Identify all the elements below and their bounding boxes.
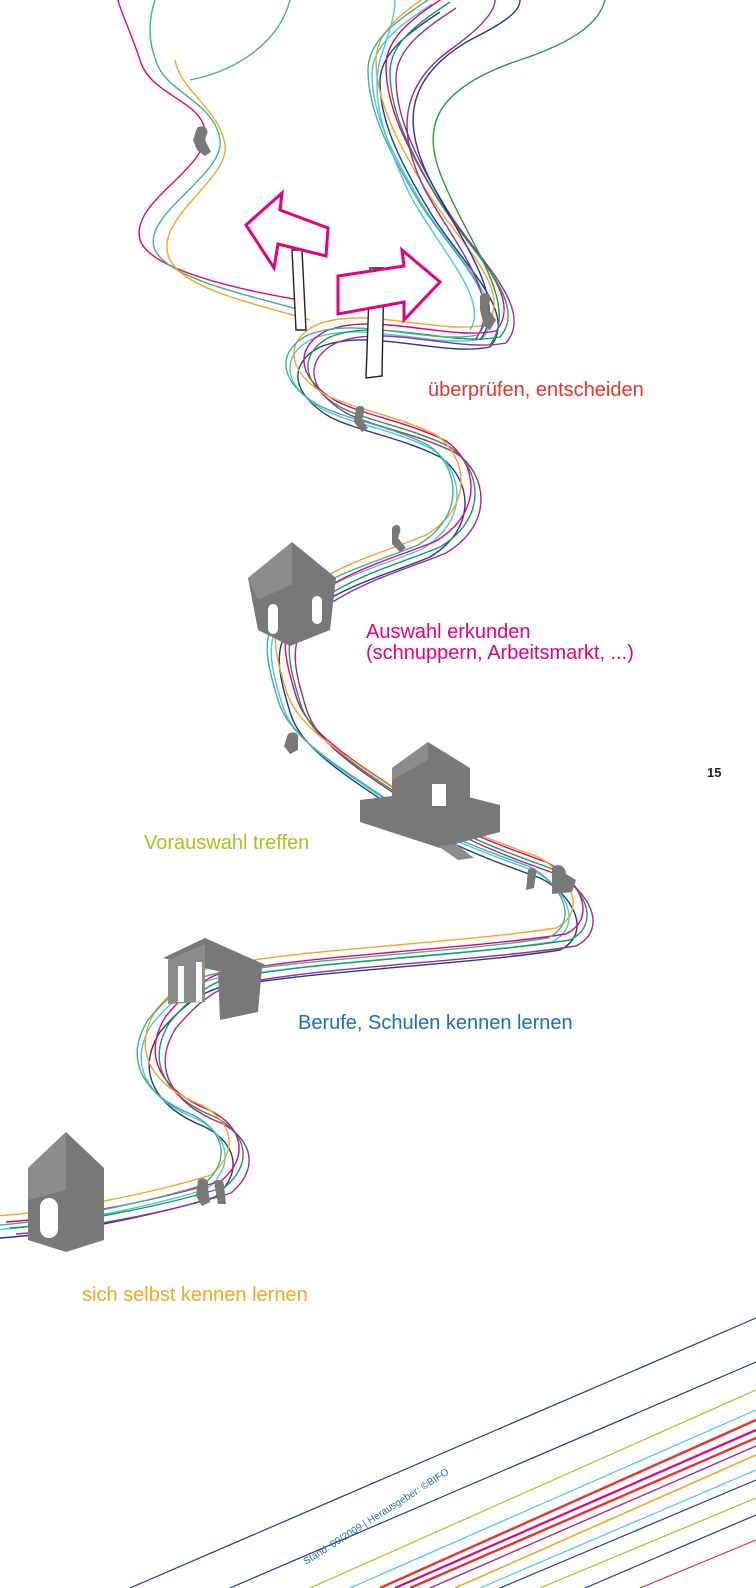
footer-line	[499, 1479, 756, 1588]
step-know-jobs: Berufe, Schulen kennen lernen	[298, 1012, 573, 1034]
footer-line	[479, 1469, 756, 1588]
career-path-strands	[0, 0, 606, 1239]
person-icon	[214, 1179, 226, 1204]
page-number: 15	[707, 765, 722, 780]
footer-line	[379, 1418, 756, 1588]
path-strand	[406, 0, 496, 341]
house-icon	[248, 542, 336, 646]
footer-line	[454, 1454, 756, 1588]
person-icon	[392, 525, 406, 552]
footer-line	[229, 1361, 756, 1588]
step-check-decide: überprüfen, entscheiden	[428, 379, 644, 401]
footer-line	[429, 1445, 756, 1588]
path-strand	[376, 0, 476, 331]
person-icon	[354, 405, 368, 432]
signpost-icon	[244, 189, 330, 331]
path-strand	[117, 0, 301, 301]
path-strand	[189, 0, 291, 81]
path-strand	[0, 3, 570, 1231]
path-strand	[0, 11, 578, 1239]
signpost-icon	[336, 246, 443, 379]
path-strand	[5, 0, 584, 1223]
footer-line	[309, 1389, 756, 1588]
footer-line	[349, 1409, 756, 1588]
step-preselect: Vorauswahl treffen	[144, 832, 310, 854]
person-icon	[552, 865, 576, 894]
path-strand	[432, 0, 606, 346]
person-icon	[193, 126, 211, 156]
footer-line	[539, 1497, 756, 1588]
person-icon	[284, 732, 299, 754]
house-icon	[28, 1132, 104, 1252]
person-icon	[196, 1178, 210, 1206]
path-strand	[149, 0, 301, 311]
step-explore-line2: (schnuppern, Arbeitsmarkt, ...)	[366, 642, 634, 664]
footer-diagonal-lines	[129, 1317, 756, 1588]
path-strand	[15, 7, 594, 1235]
path-strand	[412, 0, 521, 341]
footer-line	[129, 1317, 756, 1588]
path-strand	[166, 59, 311, 321]
person-icon	[480, 293, 496, 330]
house-icon	[360, 742, 500, 860]
step-explore-line1: Auswahl erkunden	[366, 621, 531, 643]
path-strand	[9, 1, 588, 1229]
footer-line	[584, 1514, 756, 1588]
house-icon	[163, 938, 268, 1020]
step-know-self: sich selbst kennen lernen	[82, 1284, 308, 1306]
footer-line	[639, 1539, 756, 1588]
person-icon	[526, 867, 537, 890]
footer-line	[409, 1436, 756, 1588]
footer-line	[394, 1428, 756, 1588]
